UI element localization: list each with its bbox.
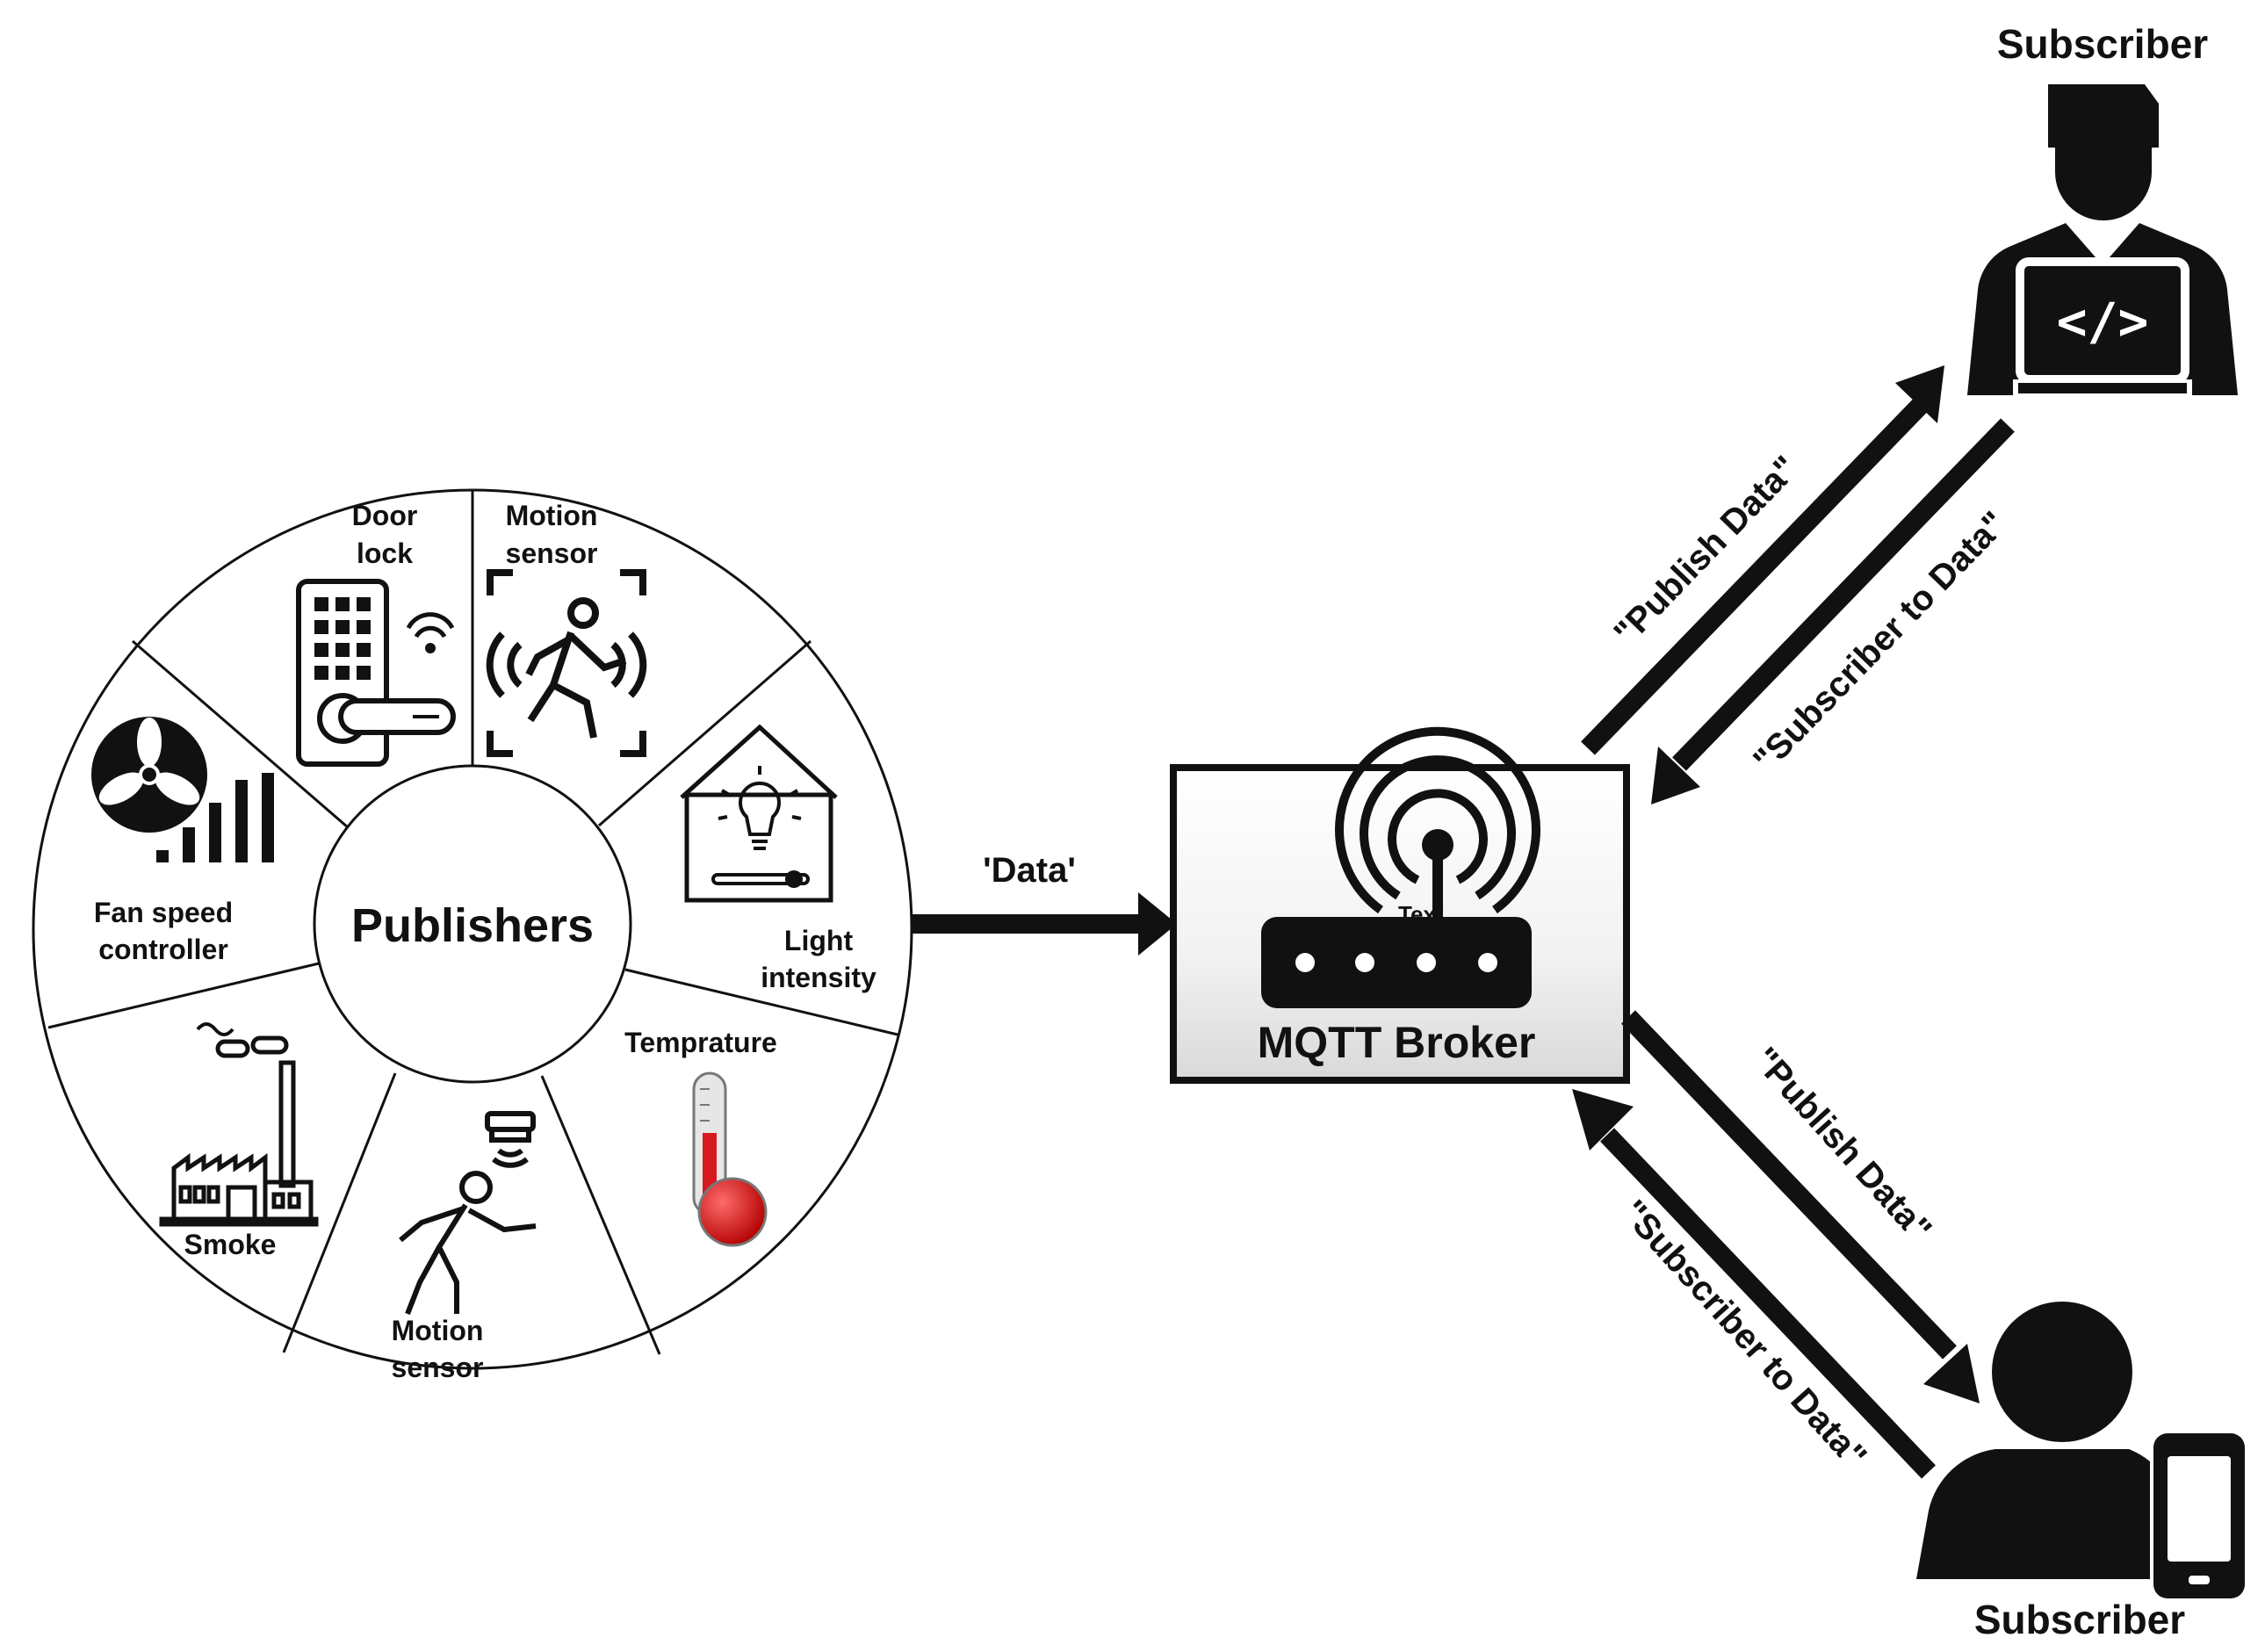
wheel-divider	[598, 639, 812, 827]
mqtt-broker: Text MQTT Broker	[1170, 726, 1630, 1084]
smoke-segment: Smoke	[159, 1022, 319, 1260]
publishers-label: Publishers	[351, 899, 594, 952]
smoke-label: Smoke	[184, 1229, 277, 1260]
motion-sensor-icon	[486, 569, 647, 757]
mobile-user-icon	[1916, 1302, 2150, 1579]
arrow-publish-to-subscriber-top	[1581, 365, 1944, 755]
light-intensity-label-line1: Light	[784, 925, 854, 956]
publishers-wheel: Publishers Door lock	[32, 488, 913, 1383]
arrow-subscribe-from-subscriber-top	[1651, 418, 2015, 804]
light-intensity-segment: Light intensity	[680, 724, 876, 993]
subscriber-bottom-title: Subscriber	[1974, 1597, 2185, 1642]
developer-icon: </>	[1967, 84, 2238, 397]
subscriber-top: Subscriber </> "Publish Data" "Subscribe…	[1581, 21, 2238, 804]
smartphone-icon	[2153, 1433, 2245, 1598]
motion-sensor-bottom-segment: Motion sensor	[392, 1111, 537, 1383]
temperature-label: Temprature	[624, 1027, 777, 1058]
subscriber-bottom: "Publish Data" "Subscriber to Data" Subs…	[1572, 1010, 2245, 1642]
wheel-divider	[624, 968, 898, 1036]
thermometer-icon	[692, 1071, 768, 1247]
subscriber-bottom-publish-label: "Publish Data"	[1746, 1040, 1939, 1249]
subscriber-top-title: Subscriber	[1997, 21, 2208, 67]
wifi-antenna-icon	[1335, 726, 1540, 920]
temperature-segment: Temprature	[624, 1027, 777, 1247]
code-symbol: </>	[2057, 292, 2149, 351]
light-intensity-label-line2: intensity	[761, 962, 876, 993]
motion-sensor-bottom-label-line1: Motion	[392, 1315, 484, 1346]
publishers-hub	[313, 764, 632, 1084]
wheel-divider	[540, 1075, 661, 1355]
door-lock-label-line1: Door	[352, 500, 418, 531]
wheel-divider	[282, 1072, 397, 1353]
arrow-publish-to-subscriber-bottom	[1621, 1010, 1980, 1403]
door-lock-segment: Door lock	[296, 500, 456, 767]
fan-speed-label-line2: controller	[98, 934, 228, 965]
motion-sensor-bottom-label-line2: sensor	[392, 1352, 484, 1383]
light-house-icon	[680, 724, 838, 903]
motion-sensor-top-label-line2: sensor	[506, 537, 598, 569]
door-lock-icon	[296, 579, 456, 767]
factory-smoke-icon	[159, 1022, 319, 1227]
fan-speed-segment: Fan speed controller	[91, 717, 274, 965]
wheel-divider	[132, 639, 349, 829]
motion-sensor-top-segment: Motion sensor	[486, 500, 647, 757]
signal-bars-icon	[156, 773, 274, 862]
router-icon	[1261, 917, 1532, 1008]
broker-label: MQTT Broker	[1258, 1018, 1536, 1067]
fan-icon	[91, 717, 207, 833]
motion-detector-icon	[399, 1111, 537, 1316]
wheel-divider	[47, 962, 320, 1029]
motion-sensor-top-label-line1: Motion	[506, 500, 598, 531]
data-arrow-label: 'Data'	[983, 851, 1076, 890]
data-arrow: 'Data'	[912, 851, 1177, 956]
arrow-subscribe-from-subscriber-bottom	[1572, 1089, 1936, 1479]
door-lock-label-line2: lock	[357, 537, 413, 569]
fan-speed-label-line1: Fan speed	[94, 897, 233, 928]
